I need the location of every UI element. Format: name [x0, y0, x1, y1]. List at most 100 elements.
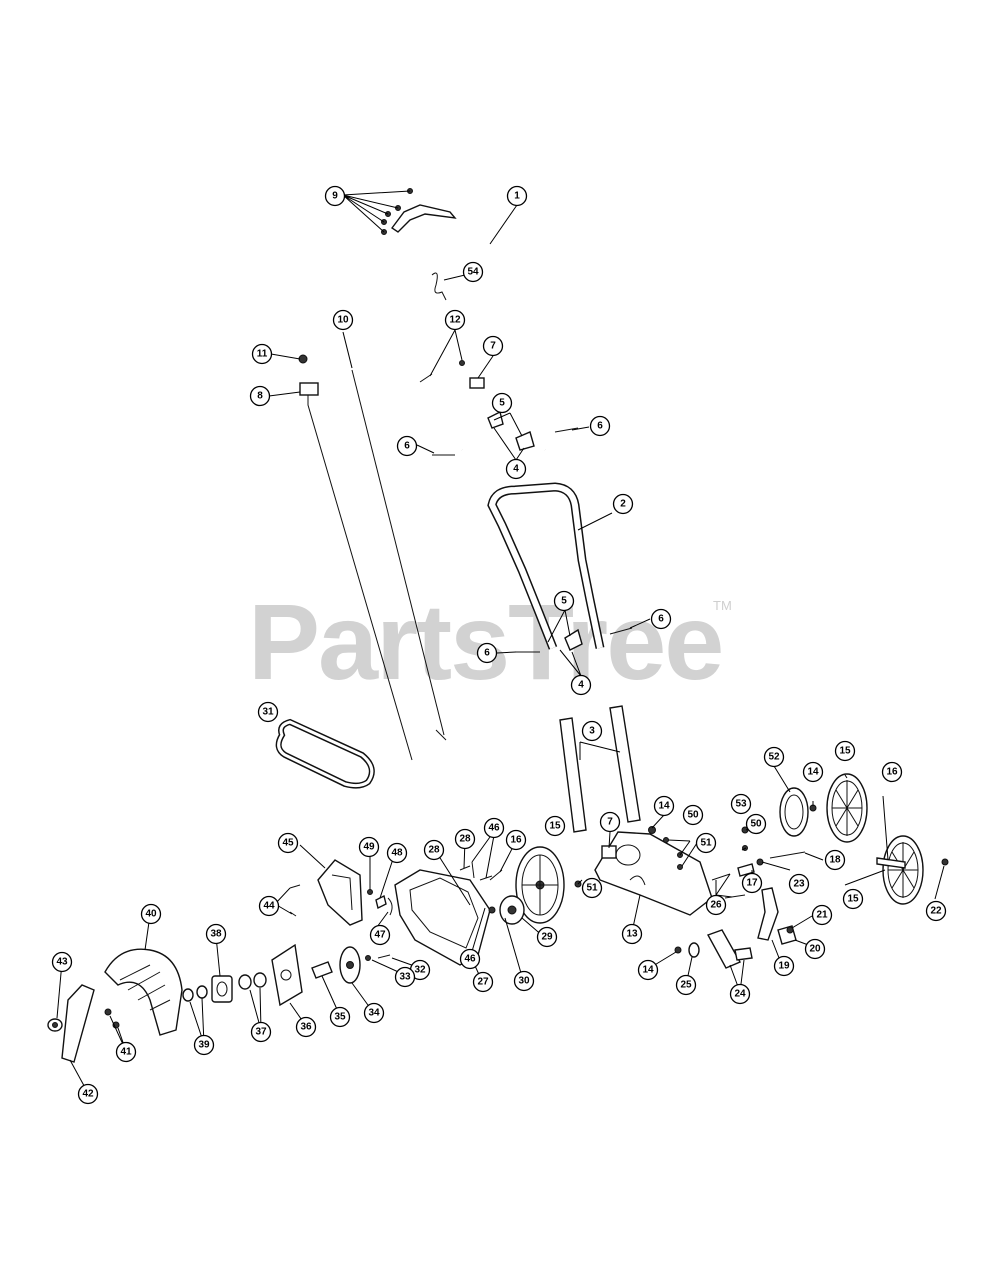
spring-part	[431, 272, 447, 301]
svg-text:13: 13	[626, 929, 638, 940]
svg-text:11: 11	[257, 349, 268, 360]
callout-45: 45	[277, 832, 299, 854]
callout-48: 48	[386, 842, 408, 864]
nut-part	[674, 946, 682, 954]
callout-12: 12	[444, 309, 466, 331]
callout-16-middle: 16	[505, 829, 527, 851]
callout-51-middle: 51	[581, 877, 603, 899]
callout-15-bottom-right: 15	[842, 888, 864, 910]
nut-part	[488, 906, 496, 914]
drive-gear-part	[779, 787, 809, 837]
svg-text:8: 8	[257, 391, 263, 402]
svg-text:7: 7	[490, 341, 496, 352]
svg-text:28: 28	[459, 834, 471, 845]
svg-text:51: 51	[700, 838, 712, 849]
callout-38: 38	[205, 923, 227, 945]
middle-handle-part	[487, 482, 605, 650]
callout-26: 26	[705, 894, 727, 916]
callout-43: 43	[51, 951, 73, 973]
callout-3: 3	[581, 720, 603, 742]
callout-31: 31	[257, 701, 279, 723]
pin-part	[471, 861, 475, 879]
control-bail-part	[381, 188, 457, 235]
lever-part	[757, 887, 779, 941]
svg-text:52: 52	[768, 752, 780, 763]
svg-text:40: 40	[145, 909, 157, 920]
nut-part	[941, 858, 949, 866]
bolt-part	[609, 627, 633, 635]
callout-2: 2	[612, 493, 634, 515]
frame-part	[594, 831, 713, 916]
svg-text:14: 14	[658, 801, 670, 812]
callout-14-bottom: 14	[637, 959, 659, 981]
callout-13: 13	[621, 923, 643, 945]
svg-text:32: 32	[414, 965, 426, 976]
callout-9: 9	[324, 185, 346, 207]
bearing-part	[182, 988, 194, 1002]
washer-part	[365, 955, 371, 961]
cable-end-part	[435, 729, 447, 741]
svg-text:47: 47	[374, 930, 386, 941]
svg-text:6: 6	[484, 648, 490, 659]
spring-part	[375, 894, 387, 910]
svg-text:24: 24	[734, 989, 746, 1000]
svg-text:10: 10	[337, 315, 349, 326]
svg-text:5: 5	[499, 398, 505, 409]
callout-6-upper-left: 6	[396, 435, 418, 457]
callout-6-middle-left: 6	[476, 642, 498, 664]
cable-nut-part	[298, 354, 308, 364]
svg-text:34: 34	[368, 1008, 380, 1019]
screw-part	[677, 864, 683, 870]
callout-52: 52	[763, 746, 785, 768]
callout-37: 37	[250, 1021, 272, 1043]
knob-part	[564, 628, 583, 651]
svg-text:35: 35	[334, 1012, 346, 1023]
callout-8: 8	[249, 385, 271, 407]
svg-text:33: 33	[399, 972, 411, 983]
guard-part	[317, 859, 363, 926]
svg-text:48: 48	[391, 848, 403, 859]
callout-19: 19	[773, 955, 795, 977]
svg-text:50: 50	[750, 819, 762, 830]
bolt-part	[377, 954, 391, 959]
svg-text:14: 14	[642, 965, 654, 976]
pulley-part	[499, 895, 525, 925]
screw-part	[104, 1008, 112, 1016]
bolt-part	[459, 865, 471, 871]
svg-text:6: 6	[404, 441, 410, 452]
callout-22: 22	[925, 900, 947, 922]
svg-text:15: 15	[549, 821, 561, 832]
callout-11: 11	[251, 343, 273, 365]
callout-40: 40	[140, 903, 162, 925]
svg-text:7: 7	[607, 817, 613, 828]
svg-text:46: 46	[464, 954, 476, 965]
trademark-mark: TM	[713, 598, 732, 613]
callout-44: 44	[258, 895, 280, 917]
nut-part	[459, 360, 465, 366]
svg-text:30: 30	[518, 976, 530, 987]
callout-29: 29	[536, 926, 558, 948]
svg-text:1: 1	[514, 191, 520, 202]
callout-10: 10	[332, 309, 354, 331]
bearing-housing-part	[211, 975, 233, 1003]
cable-part	[351, 369, 445, 736]
washer-part	[238, 974, 252, 990]
callout-51-right: 51	[695, 832, 717, 854]
callout-28-left: 28	[423, 839, 445, 861]
bolt-part	[724, 894, 746, 899]
callout-54: 54	[462, 261, 484, 283]
callout-4-middle: 4	[570, 674, 592, 696]
screw-part	[289, 911, 297, 917]
callout-27: 27	[472, 971, 494, 993]
callout-14-top: 14	[653, 795, 675, 817]
callout-53: 53	[730, 793, 752, 815]
spindle-part	[311, 961, 333, 979]
svg-text:18: 18	[829, 855, 841, 866]
nut-part	[786, 926, 794, 934]
svg-text:37: 37	[255, 1027, 267, 1038]
callout-49: 49	[358, 836, 380, 858]
callout-14-right: 14	[802, 761, 824, 783]
pin-part	[734, 947, 753, 961]
svg-text:6: 6	[658, 614, 664, 625]
